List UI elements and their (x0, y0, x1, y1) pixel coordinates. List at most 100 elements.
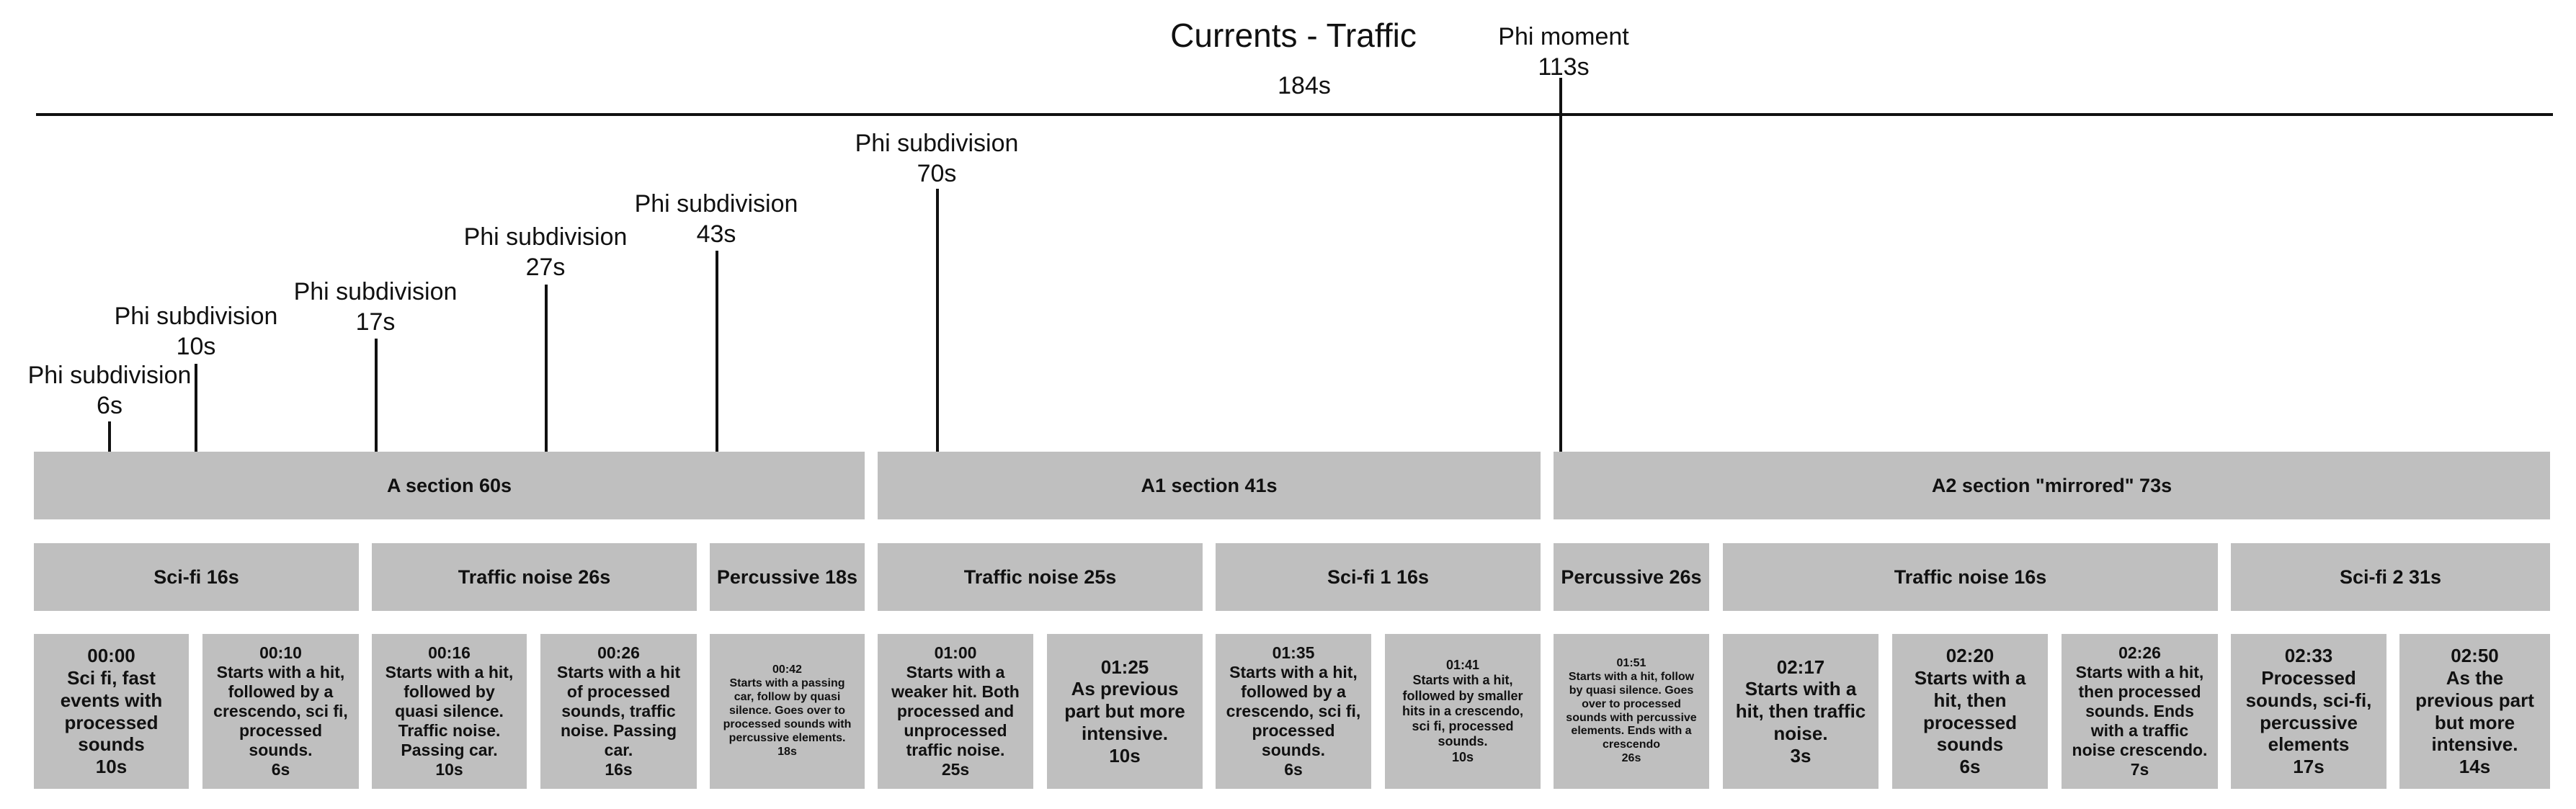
section-a2: A2 section "mirrored" 73s (1554, 452, 2550, 519)
event-duration: 10s (435, 760, 463, 779)
section-a: A section 60s (34, 452, 865, 519)
phi-subdivision-time: 6s (97, 392, 122, 419)
event-cell: 01:51 Starts with a hit, follow by quasi… (1554, 634, 1709, 789)
event-cell: 01:35 Starts with a hit, followed by a c… (1216, 634, 1371, 789)
phi-subdivision-label-17s: Phi subdivision 17s (267, 277, 483, 337)
event-time: 02:20 (1946, 645, 1995, 667)
event-time: 00:00 (87, 645, 135, 667)
timeline-axis (36, 113, 2553, 116)
phi-subdivision-marker-27s (545, 285, 548, 452)
event-text: Starts with a hit, followed by a crescen… (213, 662, 348, 760)
event-time: 02:33 (2284, 645, 2333, 667)
phi-subdivision-name: Phi subdivision (855, 130, 1019, 157)
phi-moment-time: 113s (1538, 53, 1590, 81)
event-cell: 02:26 Starts with a hit, then processed … (2062, 634, 2218, 789)
event-time: 00:16 (428, 643, 471, 662)
subsection-percussive-a2: Percussive 26s (1554, 543, 1709, 611)
event-time: 01:35 (1272, 643, 1315, 662)
phi-subdivision-marker-10s (195, 364, 197, 452)
event-time: 01:25 (1100, 656, 1149, 678)
event-text: Starts with a hit, follow by quasi silen… (1566, 670, 1697, 751)
event-time: 00:10 (259, 643, 302, 662)
subsection-sci-fi: Sci-fi 16s (34, 543, 359, 611)
event-duration: 25s (941, 760, 970, 779)
event-duration: 10s (1109, 744, 1141, 766)
event-time: 00:42 (772, 663, 802, 676)
phi-subdivision-label-27s: Phi subdivision 27s (437, 222, 654, 282)
event-duration: 3s (1790, 744, 1811, 766)
event-cell: 02:17 Starts with a hit, then traffic no… (1723, 634, 1878, 789)
event-text: Sci fi, fast events with processed sound… (60, 667, 163, 756)
event-text: Starts with a hit of processed sounds, t… (556, 662, 681, 760)
event-time: 01:00 (934, 643, 977, 662)
event-cell: 00:16 Starts with a hit, followed by qua… (372, 634, 527, 789)
event-text: Starts with a hit, followed by quasi sil… (385, 662, 514, 760)
phi-subdivision-time: 27s (525, 254, 566, 281)
event-text: As the previous part but more intensive. (2415, 667, 2534, 756)
event-cell: 00:00 Sci fi, fast events with processed… (34, 634, 189, 789)
phi-moment-label: Phi moment 113s (1456, 22, 1672, 82)
phi-subdivision-label-10s: Phi subdivision 10s (88, 301, 304, 362)
event-duration: 17s (2293, 755, 2325, 777)
event-duration: 7s (2130, 760, 2149, 779)
event-duration: 14s (2459, 755, 2491, 777)
event-text: Starts with a hit, then processed sounds (1914, 667, 2026, 756)
subsection-sci-fi-1: Sci-fi 1 16s (1216, 543, 1541, 611)
event-cell: 01:25 As previous part but more intensiv… (1047, 634, 1203, 789)
event-text: Starts with a hit, then traffic noise. (1735, 678, 1866, 744)
subsection-sci-fi-2: Sci-fi 2 31s (2231, 543, 2550, 611)
total-duration: 184s (1278, 72, 1331, 99)
event-duration: 26s (1621, 752, 1641, 765)
subsection-traffic-noise-a2: Traffic noise 16s (1723, 543, 2218, 611)
phi-subdivision-time: 43s (696, 220, 736, 248)
event-text: Starts with a hit, then processed sounds… (2072, 662, 2208, 760)
subsection-traffic-noise: Traffic noise 26s (372, 543, 697, 611)
phi-subdivision-time: 17s (355, 308, 396, 336)
event-time: 02:17 (1776, 656, 1825, 678)
phi-subdivision-marker-6s (108, 421, 111, 452)
event-cell: 02:50 As the previous part but more inte… (2399, 634, 2550, 789)
event-text: Starts with a weaker hit. Both processed… (891, 662, 1020, 760)
event-text: Starts with a passing car, follow by qua… (723, 677, 852, 744)
page-title: Currents - Traffic (1170, 17, 1417, 54)
event-duration: 10s (1451, 749, 1474, 764)
event-time: 02:50 (2451, 645, 2499, 667)
event-duration: 6s (271, 760, 290, 779)
event-cell: 00:26 Starts with a hit of processed sou… (540, 634, 697, 789)
phi-subdivision-time: 10s (176, 333, 216, 360)
event-cell: 00:10 Starts with a hit, followed by a c… (202, 634, 359, 789)
phi-subdivision-name: Phi subdivision (634, 190, 798, 218)
phi-moment-name: Phi moment (1498, 23, 1629, 50)
phi-moment-marker (1559, 78, 1562, 452)
phi-subdivision-label-43s: Phi subdivision 43s (608, 189, 824, 249)
phi-subdivision-marker-43s (716, 251, 718, 452)
subsection-percussive: Percussive 18s (710, 543, 865, 611)
event-cell: 02:20 Starts with a hit, then processed … (1892, 634, 2048, 789)
event-duration: 6s (1959, 755, 1981, 777)
event-text: Processed sounds, sci-fi, percussive ele… (2245, 667, 2372, 756)
phi-subdivision-name: Phi subdivision (27, 362, 192, 389)
phi-subdivision-marker-17s (375, 339, 378, 452)
subsection-traffic-noise-a1: Traffic noise 25s (878, 543, 1203, 611)
event-cell: 01:41 Starts with a hit, followed by sma… (1385, 634, 1541, 789)
event-duration: 18s (777, 745, 797, 758)
phi-subdivision-marker-70s (936, 189, 939, 452)
event-duration: 6s (1284, 760, 1303, 779)
phi-subdivision-label-6s: Phi subdivision 6s (1, 360, 218, 421)
event-time: 01:41 (1445, 658, 1480, 673)
event-text: As previous part but more intensive. (1064, 678, 1185, 744)
event-cell: 00:42 Starts with a passing car, follow … (710, 634, 865, 789)
event-text: Starts with a hit, followed by smaller h… (1401, 673, 1524, 749)
event-duration: 16s (605, 760, 633, 779)
event-duration: 10s (95, 755, 128, 777)
event-cell: 01:00 Starts with a weaker hit. Both pro… (878, 634, 1033, 789)
event-text: Starts with a hit, followed by a crescen… (1226, 662, 1361, 760)
event-time: 00:26 (597, 643, 640, 662)
event-time: 02:26 (2118, 643, 2161, 662)
phi-subdivision-time: 70s (917, 160, 957, 187)
phi-subdivision-name: Phi subdivision (293, 278, 458, 305)
phi-subdivision-name: Phi subdivision (463, 223, 628, 251)
phi-subdivision-name: Phi subdivision (114, 303, 278, 330)
section-a1: A1 section 41s (878, 452, 1541, 519)
phi-subdivision-label-70s: Phi subdivision 70s (829, 128, 1045, 189)
